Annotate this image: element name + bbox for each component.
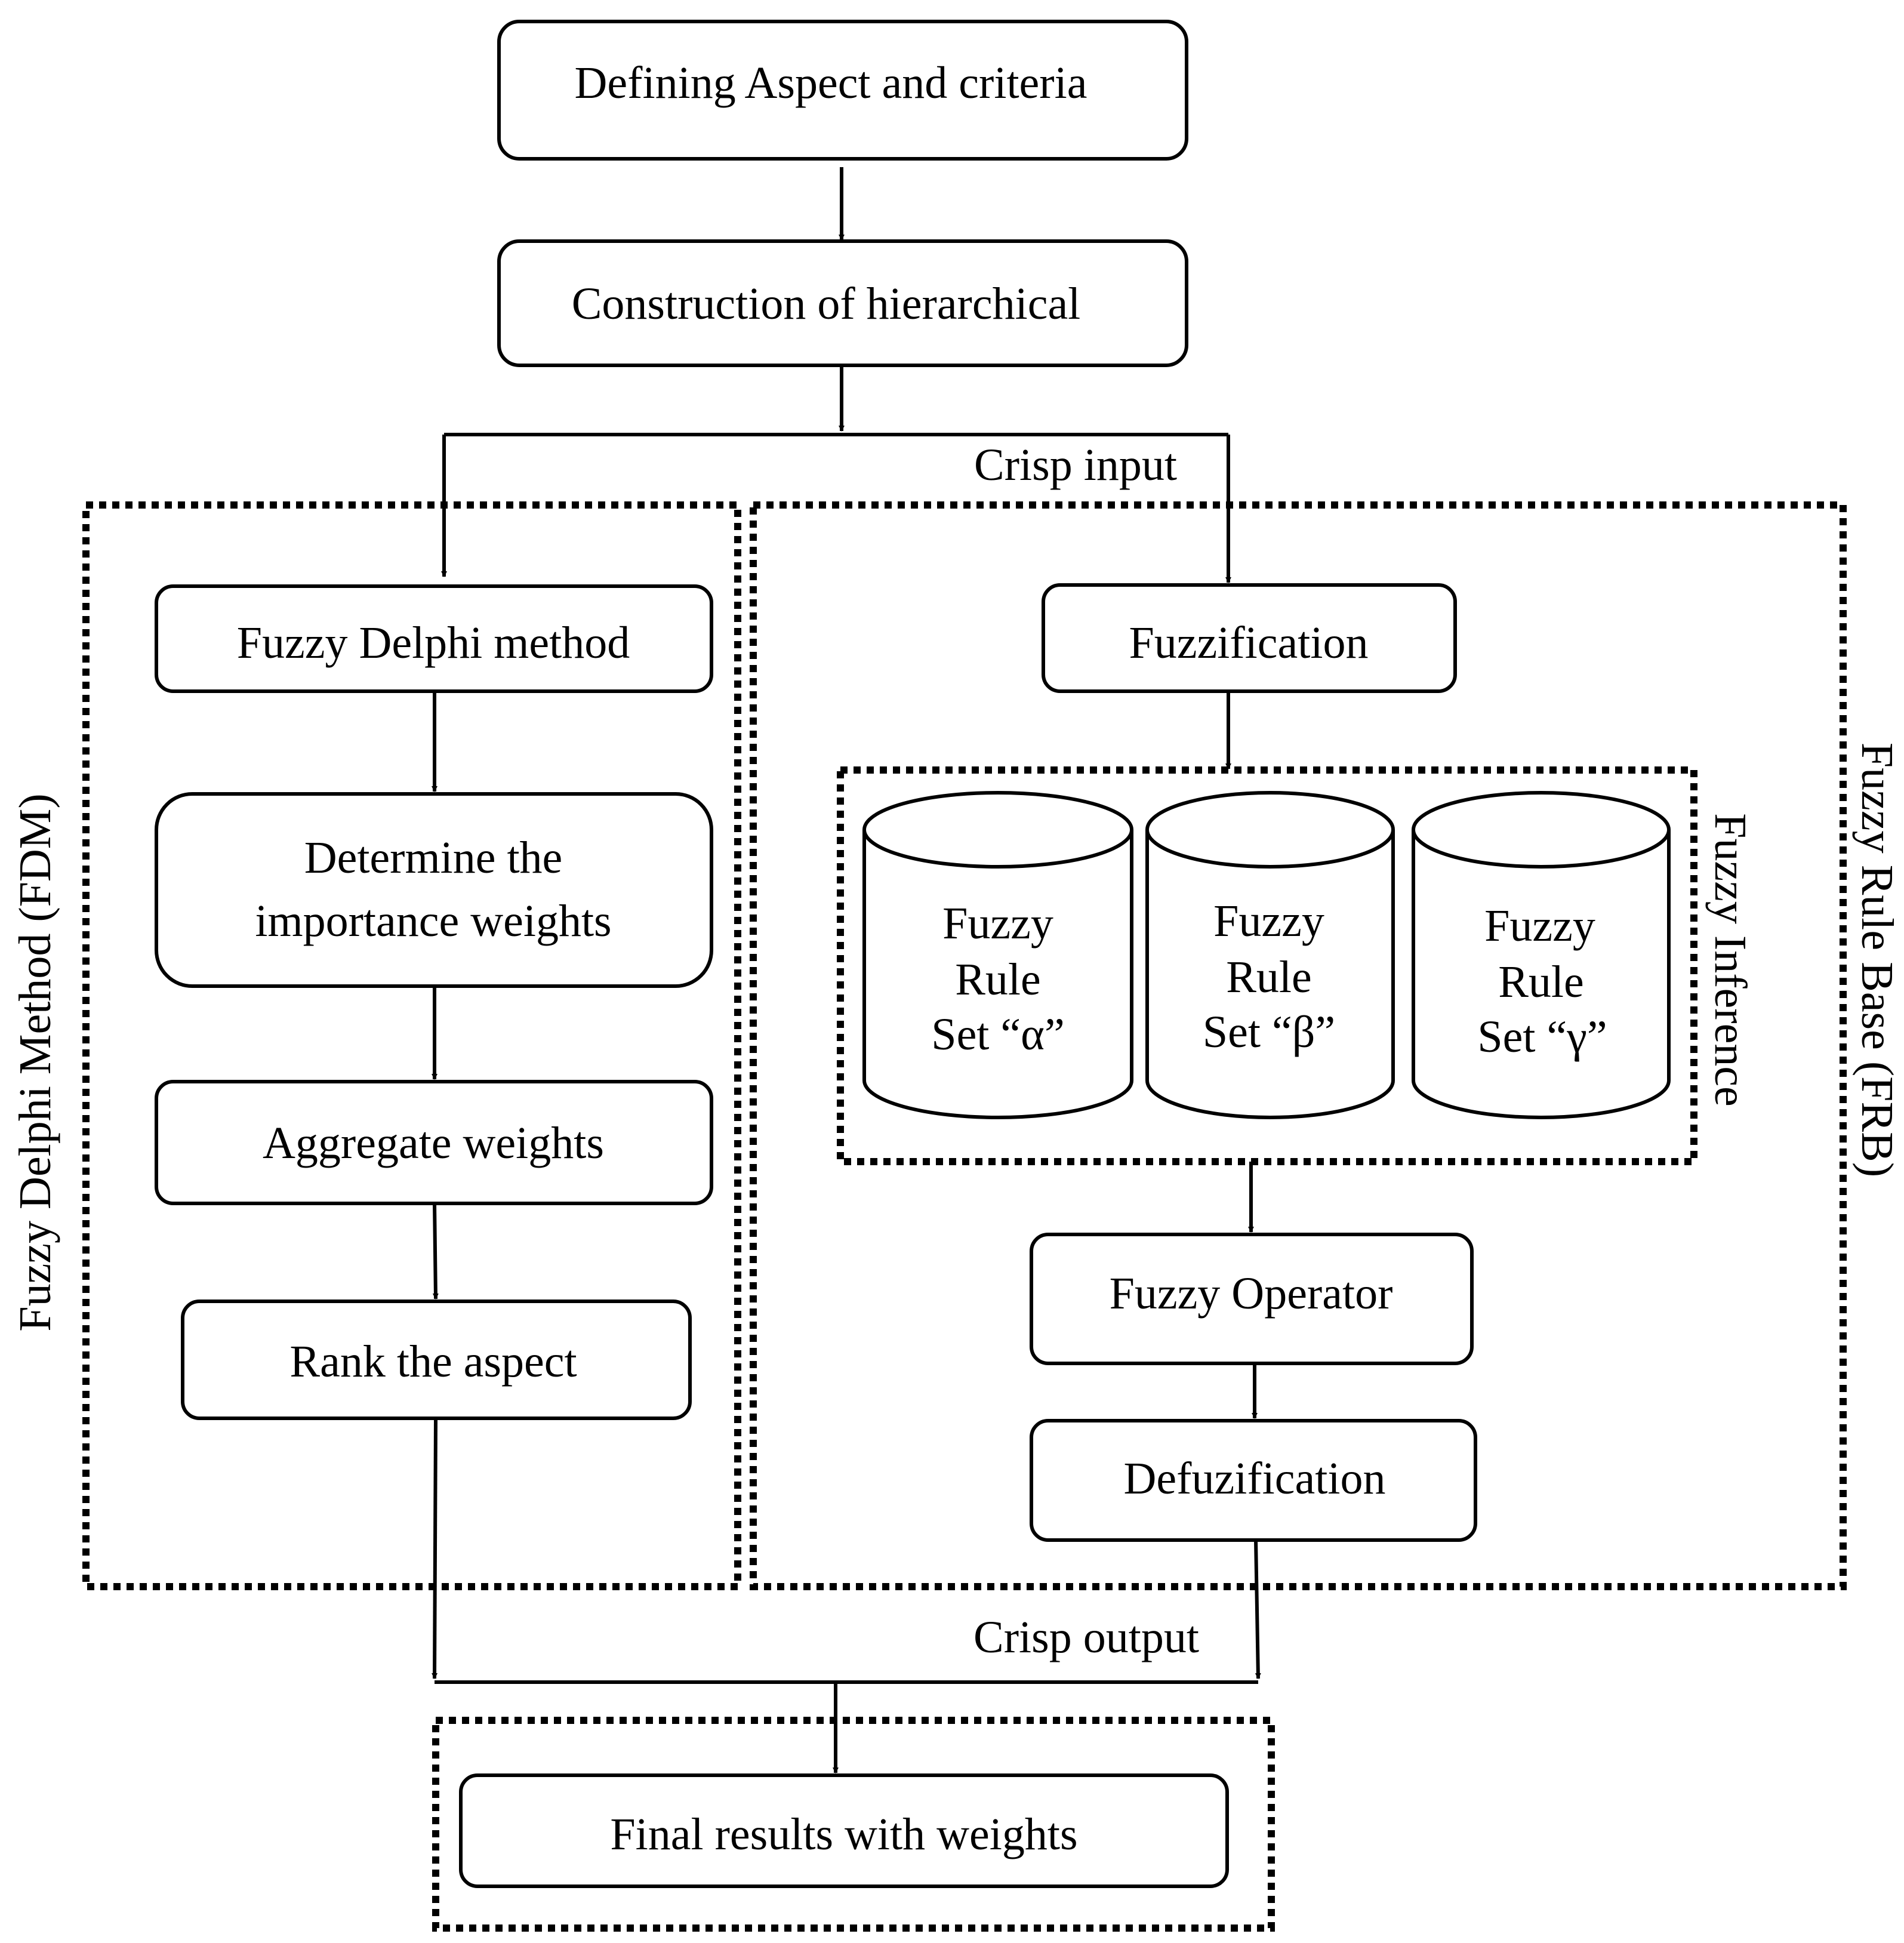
- defuzzification-box: [1030, 1419, 1477, 1542]
- inference-group-label: Fuzzy Inference: [1705, 813, 1755, 1107]
- define-aspect-label: Defining Aspect and criteria: [575, 58, 1087, 108]
- fuzzification-label: Fuzzification: [1129, 618, 1369, 668]
- rule-set-alpha-line2: Rule: [955, 954, 1041, 1005]
- fuzzification-box: [1042, 583, 1457, 693]
- arrow-defuzz-to-merge: [1254, 1539, 1261, 1679]
- rule-set-alpha: Fuzzy Rule Set “α”: [862, 791, 1133, 1119]
- final-group-border: [432, 1717, 1275, 1932]
- rule-set-beta: Fuzzy Rule Set “β”: [1145, 791, 1395, 1119]
- define-aspect-box: [497, 20, 1188, 161]
- arrow-aggregate-to-rank: [432, 1203, 439, 1300]
- rank-aspect-label: Rank the aspect: [289, 1337, 577, 1387]
- determine-weights-label-line1: Determine the: [304, 833, 563, 883]
- rule-set-beta-line1: Fuzzy: [1213, 896, 1324, 946]
- rule-set-beta-line2: Rule: [1226, 952, 1312, 1002]
- crisp-input-label: Crisp input: [974, 440, 1177, 490]
- fuzzy-operator-label: Fuzzy Operator: [1110, 1268, 1393, 1319]
- fuzzy-delphi-label: Fuzzy Delphi method: [237, 618, 630, 668]
- rank-aspect-box: [181, 1300, 692, 1420]
- rule-set-gamma: Fuzzy Rule Set “γ”: [1412, 791, 1671, 1119]
- rule-set-gamma-line1: Fuzzy: [1484, 901, 1595, 951]
- rule-set-alpha-line1: Fuzzy: [942, 898, 1053, 949]
- fuzzy-operator-box: [1030, 1233, 1474, 1365]
- determine-weights-label-line2: importance weights: [255, 896, 611, 946]
- rule-set-beta-line3: Set “β”: [1203, 1007, 1335, 1057]
- frb-group-label: Fuzzy Rule Base (FRB): [1852, 743, 1902, 1177]
- rule-set-gamma-line3: Set “γ”: [1477, 1012, 1607, 1062]
- aggregate-weights-box: [155, 1080, 713, 1205]
- aggregate-weights-label: Aggregate weights: [263, 1118, 604, 1168]
- arrow-rank-to-merge: [432, 1418, 438, 1679]
- determine-weights-box: [155, 792, 713, 988]
- final-results-label: Final results with weights: [610, 1809, 1077, 1859]
- rule-set-gamma-line2: Rule: [1498, 957, 1584, 1007]
- rule-set-alpha-line3: Set “α”: [931, 1009, 1064, 1060]
- frb-group-border: [750, 501, 1847, 1590]
- construct-hierarchy-label: Construction of hierarchical: [572, 279, 1081, 329]
- final-results-box: [459, 1773, 1229, 1888]
- inference-group-border: [837, 766, 1697, 1165]
- fdm-group-label: Fuzzy Delphi Method (FDM): [10, 793, 60, 1331]
- crisp-output-label: Crisp output: [973, 1612, 1199, 1662]
- defuzzification-label: Defuzification: [1124, 1454, 1386, 1504]
